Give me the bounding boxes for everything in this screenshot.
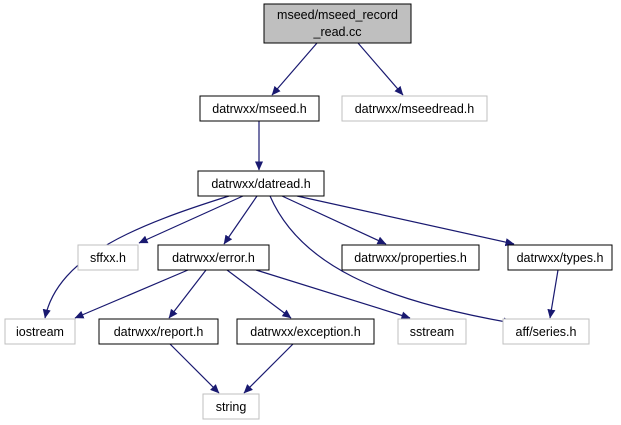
node-types-h-label: datrwxx/types.h (517, 251, 604, 265)
node-mseed-h[interactable]: datrwxx/mseed.h (199, 95, 320, 122)
node-mseedread-h: datrwxx/mseedread.h (341, 95, 488, 122)
edge-datread-h-to-series-h (269, 195, 513, 326)
edge-error-h-to-exception-h (226, 269, 292, 319)
node-datread-h-label: datrwxx/datread.h (211, 177, 310, 191)
edge-types-h-to-series-h (547, 269, 559, 319)
edge-report-h-to-string (169, 343, 220, 394)
node-sstream: sstream (397, 318, 467, 345)
edge-datread-h-to-types-h (296, 195, 515, 247)
node-sstream-label: sstream (410, 325, 454, 339)
node-properties-h-label: datrwxx/properties.h (354, 251, 467, 265)
node-string: string (202, 393, 260, 420)
node-sffxx-h-label: sffxx.h (90, 251, 126, 265)
node-sffxx-h: sffxx.h (77, 244, 139, 271)
edge-error-h-to-report-h (168, 269, 207, 319)
node-mseed-h-label: datrwxx/mseed.h (212, 102, 307, 116)
edge-exception-h-to-string (243, 343, 294, 394)
edge-datread-h-to-iostream (42, 195, 230, 319)
node-root-label-line-1: mseed/mseed_record (277, 8, 398, 22)
dependency-edges (42, 42, 559, 394)
node-string-label: string (216, 400, 247, 414)
node-root-source-file[interactable]: mseed/mseed_record _read.cc (263, 3, 412, 44)
node-report-h-label: datrwxx/report.h (114, 325, 204, 339)
edge-root-to-mseed-h (271, 42, 318, 96)
edge-error-h-to-sstream (255, 269, 411, 320)
node-exception-h[interactable]: datrwxx/exception.h (236, 318, 375, 345)
edge-datread-h-to-error-h (223, 195, 258, 245)
node-properties-h[interactable]: datrwxx/properties.h (341, 244, 480, 271)
node-error-h[interactable]: datrwxx/error.h (157, 244, 270, 271)
edge-root-to-mseedread-h (357, 42, 404, 96)
node-aff-series-h-label: aff/series.h (516, 325, 577, 339)
node-types-h[interactable]: datrwxx/types.h (507, 244, 613, 271)
node-iostream-label: iostream (16, 325, 64, 339)
node-iostream: iostream (4, 318, 76, 345)
node-exception-h-label: datrwxx/exception.h (250, 325, 361, 339)
node-datread-h[interactable]: datrwxx/datread.h (197, 170, 325, 197)
node-root-label-line-2: _read.cc (313, 25, 362, 39)
node-aff-series-h: aff/series.h (502, 318, 590, 345)
node-mseedread-h-label: datrwxx/mseedread.h (355, 102, 475, 116)
node-report-h[interactable]: datrwxx/report.h (98, 318, 219, 345)
node-error-h-label: datrwxx/error.h (172, 251, 255, 265)
edge-datread-h-to-sffxx-h (138, 195, 244, 244)
edge-datread-h-to-properties-h (281, 195, 387, 245)
edge-error-h-to-iostream (74, 269, 189, 319)
